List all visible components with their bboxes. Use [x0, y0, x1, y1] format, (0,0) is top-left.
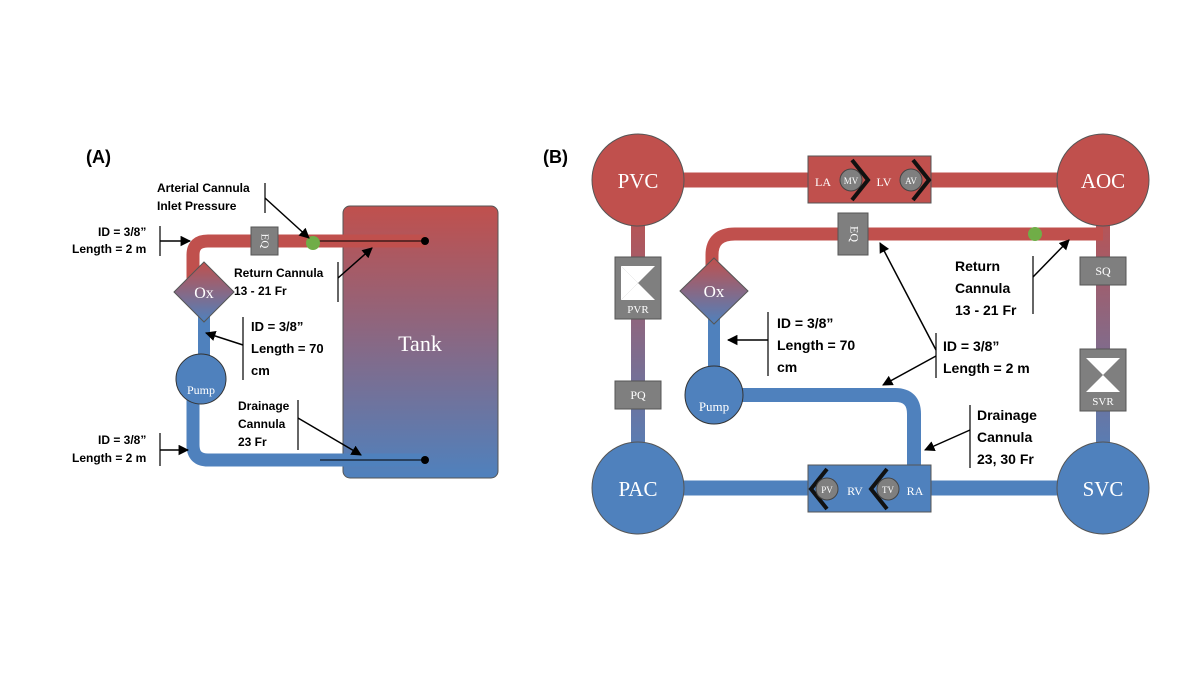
- drainage-cannula-label-1: Drainage: [238, 399, 290, 413]
- panel-a-label: (A): [86, 147, 111, 167]
- return-cannula-b-1: Return: [955, 258, 1000, 274]
- tube-mid-cm: cm: [251, 363, 270, 378]
- svr-label: SVR: [1092, 396, 1114, 408]
- return-cannula-b-2: Cannula: [955, 280, 1010, 296]
- tube-mid-id: ID = 3/8”: [251, 319, 303, 334]
- tube-mid-b-id: ID = 3/8”: [777, 315, 833, 331]
- pressure-sensor: [306, 236, 320, 250]
- oxygenator: [173, 261, 235, 323]
- sq-label: SQ: [1095, 264, 1111, 278]
- pac-label: PAC: [619, 477, 658, 501]
- lv-label: LV: [877, 175, 892, 189]
- pq-label: PQ: [630, 388, 646, 402]
- aortic-valve-chevron: [911, 158, 932, 202]
- rv-label: RV: [847, 484, 863, 498]
- arterial-cannula-label-2: Inlet Pressure: [157, 199, 237, 213]
- tube-long-b-length: Length = 2 m: [943, 360, 1030, 376]
- pump: [175, 353, 227, 405]
- drainage-cannula-label-2: Cannula: [238, 417, 286, 431]
- return-cannula-label-1: Return Cannula: [234, 266, 324, 280]
- return-cannula-label-2: 13 - 21 Fr: [234, 284, 287, 298]
- tank: [342, 205, 499, 479]
- tube-bottom-length: Length = 2 m: [72, 451, 146, 465]
- aortic-valve: [899, 168, 923, 192]
- return-tube: [186, 234, 425, 282]
- pvr-label: PVR: [627, 304, 649, 316]
- pump-label-b: Pump: [699, 399, 729, 414]
- tube-mid-length: Length = 70: [251, 341, 324, 356]
- tube-long-b-id: ID = 3/8”: [943, 338, 999, 354]
- oxygenator-b: [679, 257, 749, 325]
- aoc-label: AOC: [1081, 169, 1125, 193]
- drainage-cannula-b-3: 23, 30 Fr: [977, 451, 1034, 467]
- pvc-chamber: [591, 133, 685, 227]
- svc-label: SVC: [1083, 477, 1124, 501]
- pac-chamber: [591, 441, 685, 535]
- drainage-cannula-tip: [421, 456, 429, 464]
- panel-b-label: (B): [543, 147, 568, 167]
- sq-box: [1079, 256, 1127, 286]
- drainage-cannula-b-1: Drainage: [977, 407, 1037, 423]
- arterial-cannula-label-1: Arterial Cannula: [157, 181, 250, 195]
- return-cannula-tip: [421, 237, 429, 245]
- pulmonary-valve-chevron: [808, 467, 829, 511]
- drainage-tube: [186, 400, 425, 467]
- la-label: LA: [815, 175, 831, 189]
- tv-label: TV: [882, 485, 894, 495]
- ox-label: Ox: [194, 285, 214, 302]
- ra-label: RA: [907, 484, 924, 498]
- mitral-valve-chevron: [850, 158, 871, 202]
- eq-label-b: EQ: [847, 226, 861, 242]
- tricuspid-valve-chevron: [868, 467, 889, 511]
- eq-label: EQ: [258, 234, 270, 249]
- svc-chamber: [1056, 441, 1150, 535]
- panel-b: (B) PVC AOC PAC SVC LA MV LV AV: [543, 133, 1150, 535]
- eq-box: [250, 226, 279, 256]
- tank-label: Tank: [398, 331, 442, 356]
- drainage-cannula-b-2: Cannula: [977, 429, 1032, 445]
- pump-label: Pump: [187, 383, 215, 397]
- pulmonary-valve: [815, 477, 839, 501]
- svr-icon: [1086, 358, 1120, 392]
- return-tube-b: [705, 227, 1103, 280]
- ox-label-b: Ox: [704, 282, 725, 301]
- eq-box-b: [837, 212, 869, 256]
- panel-a: (A) Tank EQ Ox Pump Arterial Cannula Inl…: [72, 147, 499, 479]
- return-cannula-b-3: 13 - 21 Fr: [955, 302, 1017, 318]
- pvc-label: PVC: [618, 169, 659, 193]
- pv-label: PV: [821, 485, 833, 495]
- tube-mid-b-cm: cm: [777, 359, 797, 375]
- mitral-valve: [839, 168, 863, 192]
- pressure-sensor-b: [1028, 227, 1042, 241]
- pump-b: [684, 365, 744, 425]
- av-label: AV: [905, 176, 917, 186]
- aoc-chamber: [1056, 133, 1150, 227]
- tricuspid-valve: [876, 477, 900, 501]
- tube-mid-b-length: Length = 70: [777, 337, 855, 353]
- mv-label: MV: [844, 176, 859, 186]
- tube-top-id: ID = 3/8”: [98, 225, 146, 239]
- drainage-tube-b: [725, 388, 921, 470]
- drainage-cannula-label-3: 23 Fr: [238, 435, 267, 449]
- tube-bottom-id: ID = 3/8”: [98, 433, 146, 447]
- tube-top-length: Length = 2 m: [72, 242, 146, 256]
- pq-box: [614, 380, 662, 410]
